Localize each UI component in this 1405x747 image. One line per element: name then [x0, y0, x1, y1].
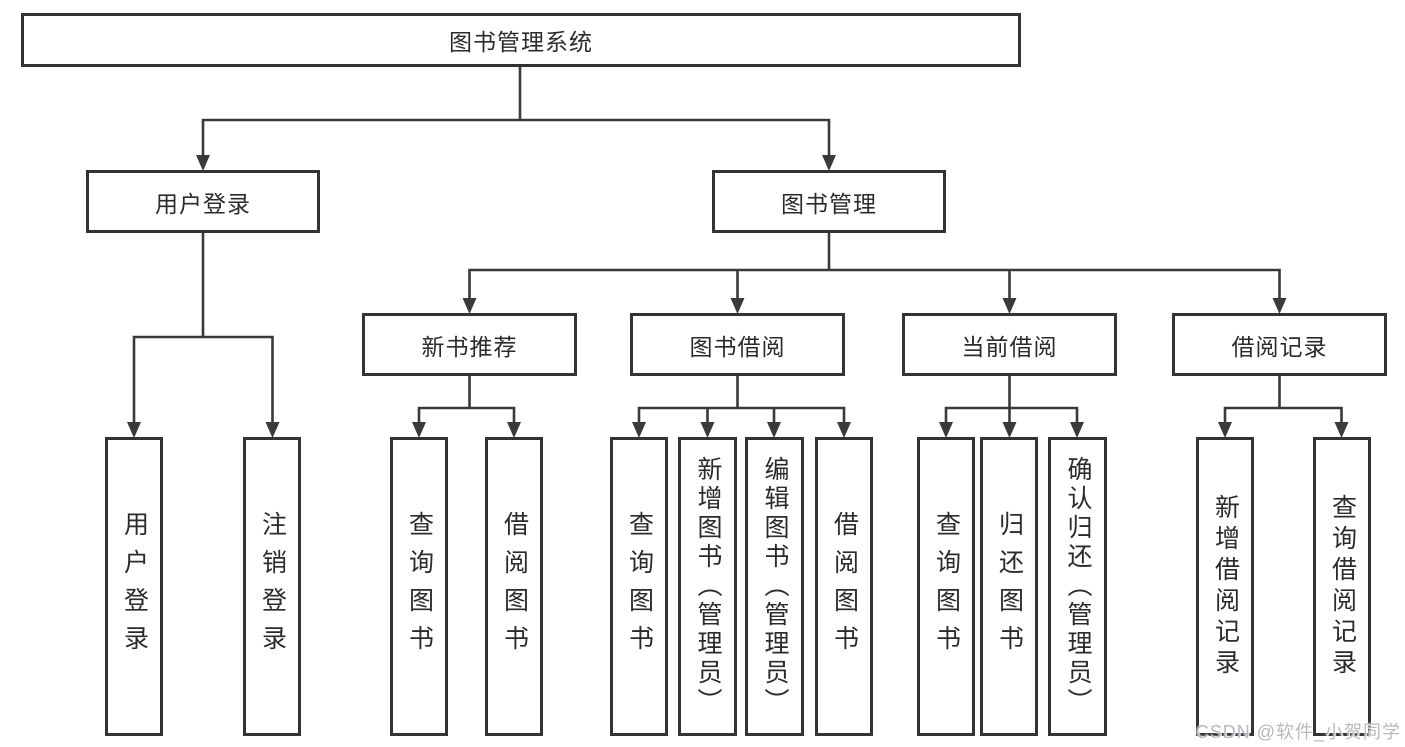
- group-node-label: 新书推荐: [421, 333, 518, 360]
- branch-node-label: 用户登录: [155, 190, 251, 217]
- leaf-node-query-book: 查询图书: [390, 437, 448, 736]
- leaf-node-query-book: 查询图书: [917, 437, 975, 736]
- leaf-node-label: 查询图书: [932, 510, 961, 663]
- leaf-node-borrow-book: 借阅图书: [815, 437, 873, 736]
- leaf-node-user-login: 用户登录: [105, 437, 163, 736]
- leaf-node-label: 查询图书: [625, 510, 654, 663]
- leaf-node-add-book-admin: 新增图书（管理员）: [678, 437, 737, 736]
- group-node-label: 当前借阅: [961, 333, 1058, 360]
- leaf-node-edit-book-admin: 编辑图书（管理员）: [745, 437, 804, 736]
- csdn-watermark: CSDN @软件_小贺同学: [1195, 722, 1401, 742]
- group-node-borrow-record: 借阅记录: [1172, 313, 1387, 376]
- leaf-node-label: 查询借阅记录: [1328, 493, 1357, 680]
- leaf-node-confirm-return-admin: 确认归还（管理员）: [1048, 437, 1107, 736]
- root-node-library-system: 图书管理系统: [21, 13, 1021, 67]
- leaf-node-return-book: 归还图书: [980, 437, 1038, 736]
- branch-node-book-management: 图书管理: [712, 170, 946, 233]
- leaf-node-logout: 注销登录: [243, 437, 301, 736]
- leaf-node-label: 确认归还（管理员）: [1064, 456, 1092, 717]
- group-node-book-borrow: 图书借阅: [630, 313, 845, 376]
- leaf-node-label: 用户登录: [120, 510, 149, 663]
- leaf-node-label: 新增借阅记录: [1211, 493, 1240, 680]
- arrowheads: [127, 155, 1349, 438]
- group-node-label: 图书借阅: [689, 333, 786, 360]
- group-node-label: 借阅记录: [1231, 333, 1328, 360]
- leaf-node-label: 编辑图书（管理员）: [761, 456, 789, 717]
- leaf-node-label: 借阅图书: [830, 510, 859, 663]
- leaf-node-label: 查询图书: [405, 510, 434, 663]
- leaf-node-label: 新增图书（管理员）: [694, 456, 722, 717]
- leaf-node-borrow-book: 借阅图书: [485, 437, 543, 736]
- leaf-node-label: 归还图书: [995, 510, 1024, 663]
- leaf-node-query-book: 查询图书: [610, 437, 668, 736]
- root-node-label: 图书管理系统: [449, 29, 593, 55]
- leaf-node-label: 借阅图书: [500, 510, 529, 663]
- branch-node-user-login: 用户登录: [86, 170, 320, 233]
- leaf-node-label: 注销登录: [258, 510, 287, 663]
- leaf-node-query-borrow-record: 查询借阅记录: [1313, 437, 1371, 736]
- branch-node-label: 图书管理: [781, 190, 877, 217]
- group-node-current-borrow: 当前借阅: [902, 313, 1117, 376]
- leaf-node-add-borrow-record: 新增借阅记录: [1196, 437, 1254, 736]
- group-node-new-book-recommend: 新书推荐: [362, 313, 577, 376]
